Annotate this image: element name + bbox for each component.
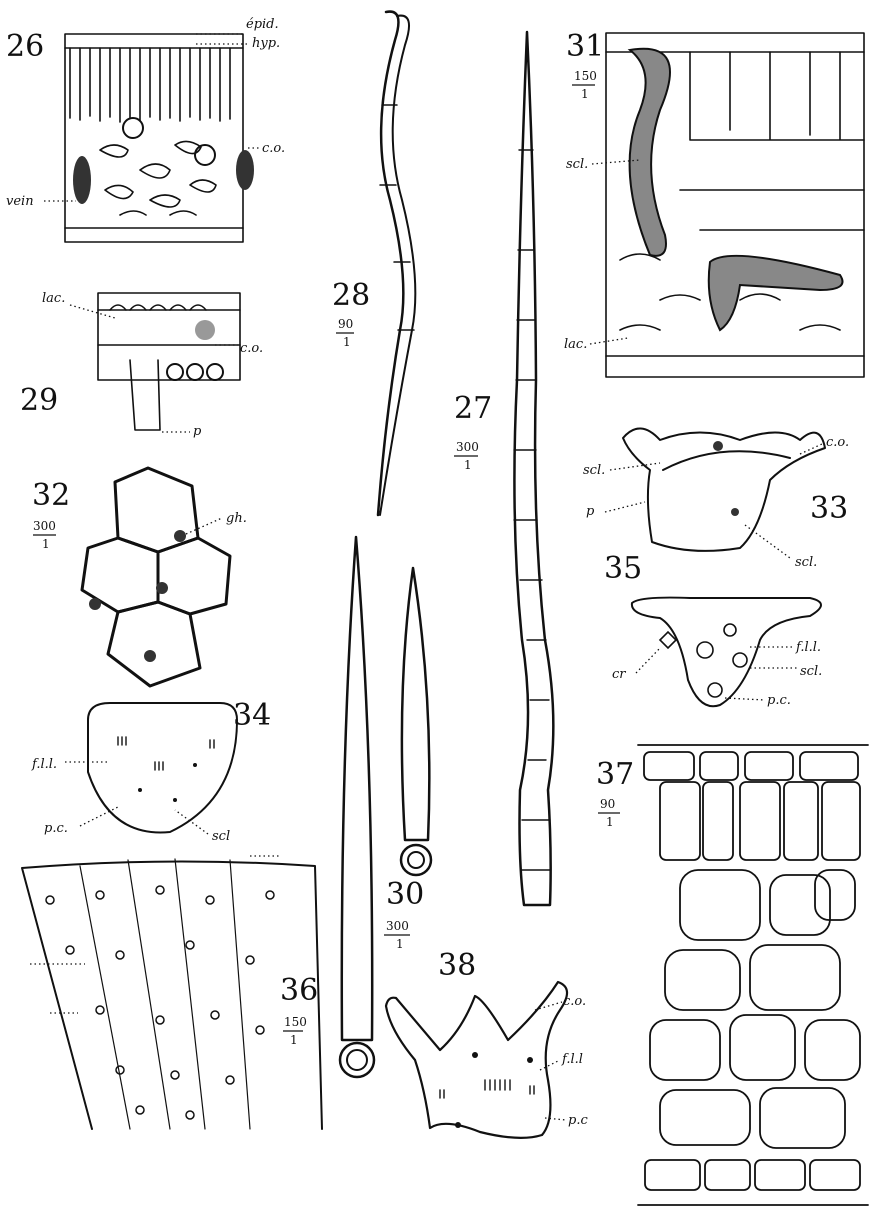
fig-33-number: 33 [810,491,848,526]
figure-29: 29 lac. c.o. p [20,291,263,439]
figure-26: 26 épid. hyp. c.o. vein [6,17,285,242]
fig-38-label-co: c.o. [563,994,586,1009]
fig-34-label-pc: p.c. [44,821,68,836]
fig-26-label-hyp: hyp. [252,36,280,51]
fig-30-scale-num: 300 [386,919,409,933]
fig-30-number: 30 [386,877,424,912]
fig-38-label-fll: f.l.l [561,1052,583,1067]
fig-31-label-lac: lac. [564,337,587,352]
fig-26-label-vein: vein [6,194,34,209]
fig-36-scale-den: 1 [606,815,614,829]
fig-32-number: 32 [32,478,70,513]
figure-33: 33 scl. c.o. p scl. [583,428,849,570]
fig-37-number: 36 [280,973,318,1008]
fig-28-scale-num: 90 [338,317,353,331]
figure-27: 27 300 1 [454,32,553,905]
figure-30: 30 300 1 [340,537,431,1077]
fig-33-label-scl-top: scl. [583,463,605,478]
fig-31-scale-num: 150 [574,69,597,83]
fig-29-label-lac: lac. [42,291,65,306]
fig-26-label-co: c.o. [262,141,285,156]
fig-35-label-pc: p.c. [767,693,791,708]
fig-26-number: 26 [6,29,44,64]
figure-28: 28 90 1 [332,12,415,515]
fig-28-number: 28 [332,278,370,313]
fig-27-number: 27 [454,391,492,426]
fig-38-label-pc: p.c [568,1113,588,1128]
fig-30-scale-den: 1 [396,937,404,951]
fig-37-scale-den: 1 [290,1033,298,1047]
fig-26-label-epid: épid. [246,17,279,32]
fig-35-label-scl: scl. [800,664,822,679]
figure-32: 32 300 1 gh. [32,468,247,686]
fig-28-scale-den: 1 [343,335,351,349]
figure-31: 31 150 1 scl. lac. [564,29,864,377]
fig-32-scale-num: 300 [33,519,56,533]
fig-37-scale-num: 150 [284,1015,307,1029]
fig-31-scale-den: 1 [581,87,589,101]
fig-33-label-co: c.o. [826,435,849,450]
fig-35-label-fll: f.l.l. [795,640,821,655]
fig-32-scale-den: 1 [42,537,50,551]
fig-31-label-scl: scl. [566,157,588,172]
fig-32-label-gh: gh. [226,511,247,526]
fig-33-label-scl-bottom: scl. [795,555,817,570]
fig-35-label-cr: cr [612,667,626,682]
figure-34: 34 f.l.l. p.c. scl [31,698,271,844]
fig-31-number: 31 [566,29,604,64]
figure-35: 35 f.l.l. cr scl. p.c. [604,551,822,708]
fig-36-number: 37 [596,757,634,792]
fig-33-label-p: p [586,504,595,519]
fig-27-scale-num: 300 [456,440,479,454]
fig-38-number: 38 [438,948,476,983]
fig-34-label-fll: f.l.l. [31,757,57,772]
fig-29-label-co: c.o. [240,341,263,356]
fig-34-label-scl: scl [212,829,230,844]
fig-29-number: 29 [20,383,58,418]
fig-29-label-p: p [193,424,202,439]
fig-35-number: 35 [604,551,642,586]
fig-36-scale-num: 90 [600,797,615,811]
figure-36: 37 90 1 [596,745,868,1205]
fig-27-scale-den: 1 [464,458,472,472]
figure-38: 38 c.o. f.l.l p.c [386,948,588,1138]
fig-34-number: 34 [233,698,271,733]
figure-37: 36 150 1 [22,856,322,1129]
